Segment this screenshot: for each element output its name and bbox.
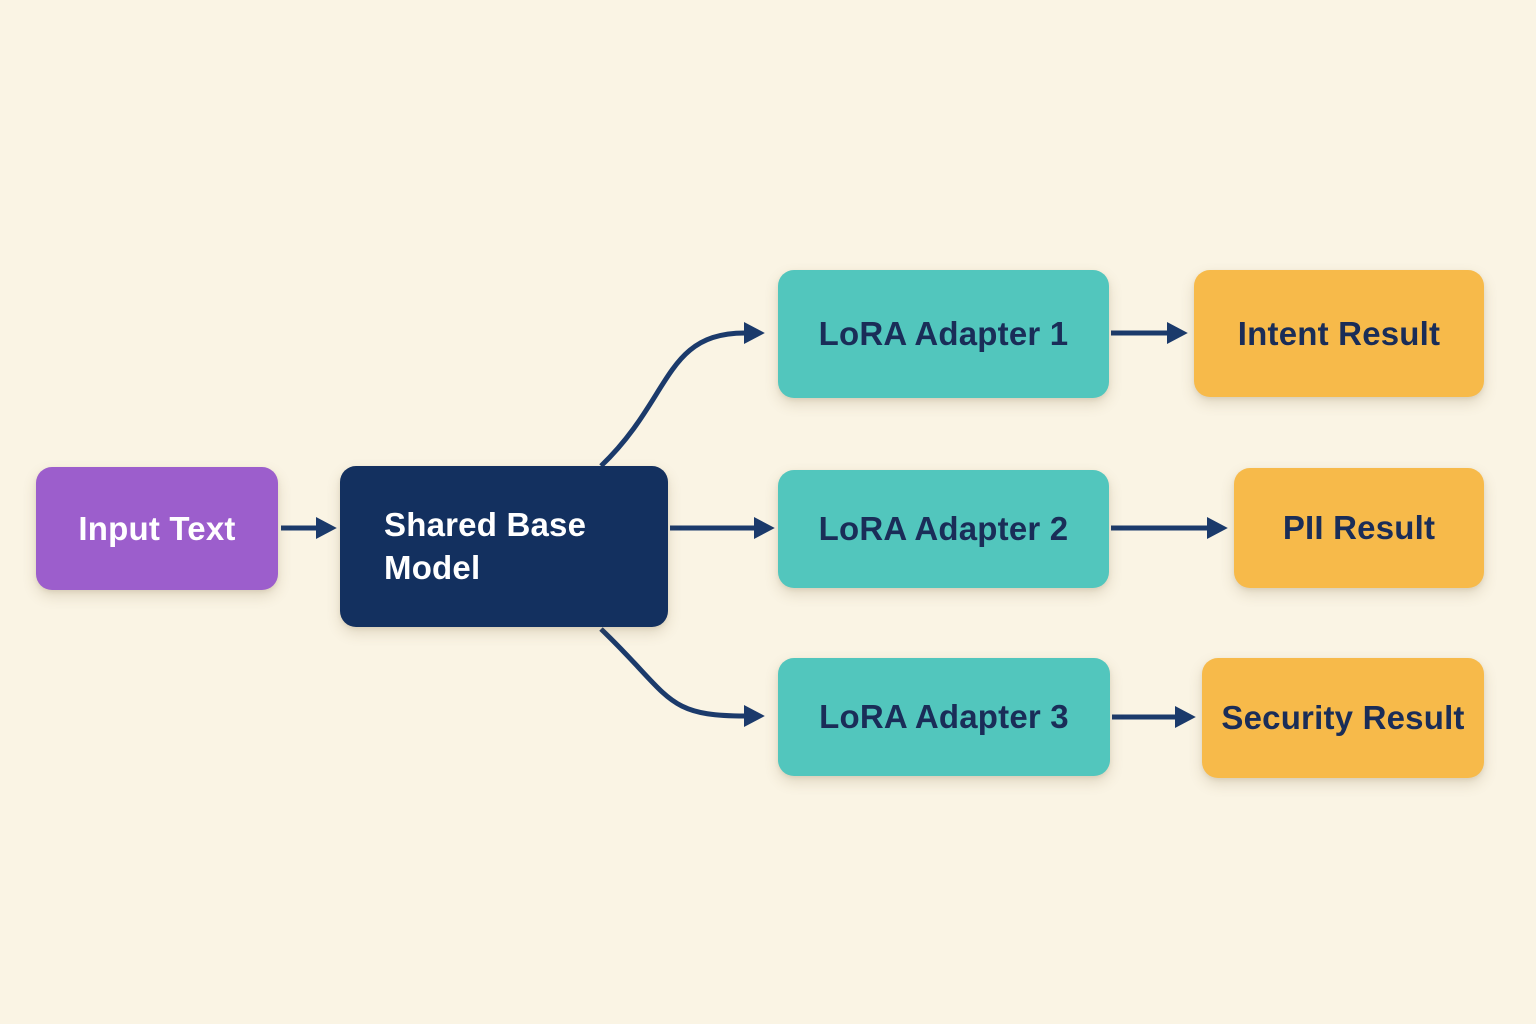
node-lora-adapter-3: LoRA Adapter 3	[778, 658, 1110, 776]
node-pii-result: PII Result	[1234, 468, 1484, 588]
node-pii-result-label: PII Result	[1282, 509, 1436, 546]
node-shared-base-model-label: Shared Base Model	[384, 506, 587, 586]
node-lora-adapter-3-label: LoRA Adapter 3	[819, 698, 1069, 735]
node-lora-adapter-1: LoRA Adapter 1	[778, 270, 1109, 398]
node-input-text-label: Input Text	[78, 509, 236, 547]
node-intent-result: Intent Result	[1194, 270, 1484, 397]
node-lora-adapter-1-label: LoRA Adapter 1	[818, 315, 1069, 352]
edge-base-to-adapter1	[599, 322, 765, 468]
node-input-text: Input Text	[36, 467, 278, 590]
node-lora-adapter-2: LoRA Adapter 2	[778, 470, 1109, 588]
edge-base-to-adapter3	[599, 627, 765, 727]
node-intent-result-label: Intent Result	[1237, 314, 1441, 352]
node-security-result-label: Security Result	[1221, 699, 1465, 736]
node-lora-adapter-2-label: LoRA Adapter 2	[818, 510, 1069, 547]
node-shared-base-model: Shared Base Model	[340, 466, 668, 627]
node-security-result: Security Result	[1202, 658, 1484, 778]
